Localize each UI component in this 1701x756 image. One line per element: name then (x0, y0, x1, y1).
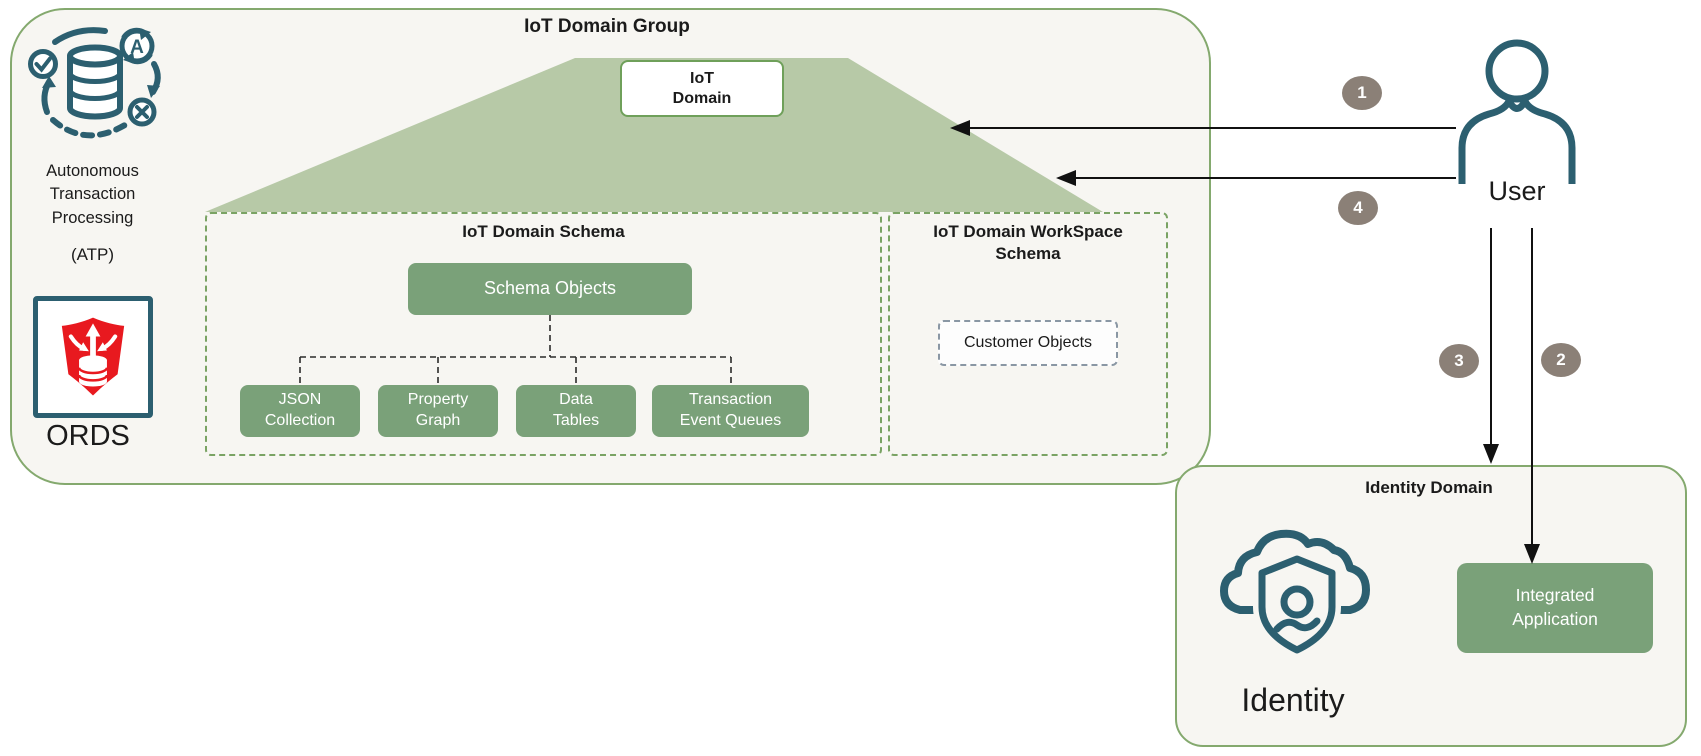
atp-abbr: (ATP) (70, 245, 115, 264)
iot-domain-group-title: IoT Domain Group (524, 16, 690, 37)
atp-name: Autonomous Transaction Processing (46, 162, 139, 227)
user-icon (1458, 39, 1576, 184)
customer-objects-node: Customer Objects (938, 320, 1118, 366)
step-badge-2: 2 (1541, 343, 1581, 377)
identity-domain-title: Identity Domain (1365, 478, 1493, 497)
step-badge-3: 3 (1439, 344, 1479, 378)
property-graph-label: Property Graph (407, 391, 469, 429)
integrated-application-label: Integrated Application (1512, 585, 1598, 629)
ords-icon (61, 317, 125, 396)
identity-label: Identity (1241, 682, 1345, 718)
iot-domain-node-label: IoT Domain (672, 69, 732, 107)
iot-domain-schema-title: IoT Domain Schema (462, 222, 625, 241)
step-badge-4: 4 (1338, 191, 1378, 225)
user-label: User (1488, 176, 1546, 206)
json-collection-label: JSON Collection (264, 391, 336, 429)
workspace-schema-title-text: IoT Domain WorkSpace Schema (933, 222, 1123, 264)
iot-domain-node: IoT Domain (620, 60, 784, 117)
integrated-application-node: Integrated Application (1457, 563, 1653, 653)
workspace-schema-title: IoT Domain WorkSpace Schema (893, 221, 1163, 265)
ords-label: ORDS (46, 420, 130, 452)
property-graph-node: Property Graph (378, 385, 498, 437)
data-tables-node: Data Tables (516, 385, 636, 437)
workspace-schema-box (888, 212, 1168, 456)
transaction-event-queues-label: Transaction Event Queues (679, 391, 782, 429)
data-tables-label: Data Tables (552, 391, 600, 429)
transaction-event-queues-node: Transaction Event Queues (652, 385, 809, 437)
arrow-step3-head (1483, 444, 1499, 464)
ords-icon-frame (33, 296, 153, 418)
svg-text:A: A (130, 37, 144, 58)
iot-domain-schema-box (205, 212, 882, 456)
step-badge-1: 1 (1342, 76, 1382, 110)
atp-label: Autonomous Transaction Processing (10, 160, 175, 230)
schema-objects-node: Schema Objects (408, 263, 692, 315)
identity-cloud-shield-icon (1220, 529, 1370, 659)
atp-icon: A (28, 27, 161, 139)
json-collection-node: JSON Collection (240, 385, 360, 437)
